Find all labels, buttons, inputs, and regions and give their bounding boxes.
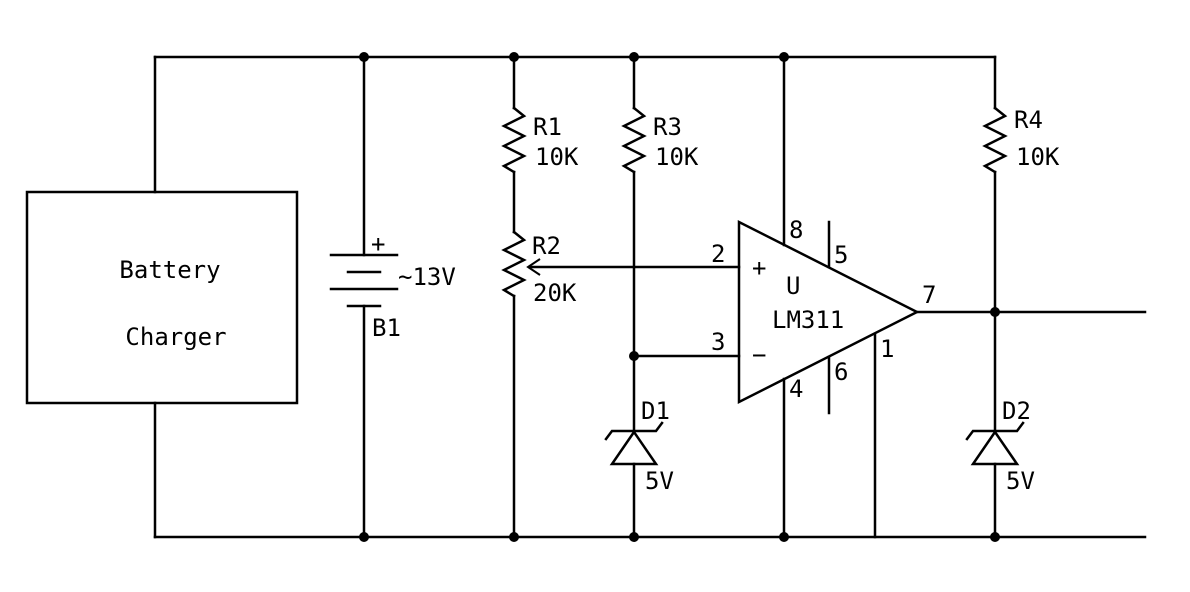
pin-3-label: 3 (711, 328, 725, 356)
r1-value: 10K (535, 143, 579, 171)
junction-dot (359, 52, 369, 62)
junction-dot (629, 351, 639, 361)
r4-ref: R4 (1014, 106, 1043, 134)
r4-value: 10K (1016, 143, 1060, 171)
r3-ref: R3 (653, 113, 682, 141)
junction-dot (629, 532, 639, 542)
battery-plus-sign: + (371, 230, 385, 258)
junction-dot (779, 532, 789, 542)
d1-value: 5V (645, 467, 674, 495)
battery-value: ~13V (398, 263, 456, 291)
junction-dot (990, 532, 1000, 542)
r2-ref: R2 (532, 232, 561, 260)
battery-ref: B1 (372, 314, 401, 342)
zener-d2: D2 5V (965, 397, 1035, 539)
inverting-sign: − (752, 341, 766, 369)
charger-label-line2: Charger (125, 323, 226, 351)
pin-6-label: 6 (834, 358, 848, 386)
charger-label-line1: Battery (119, 256, 220, 284)
ic-ref: U (786, 272, 800, 300)
pin-8-label: 8 (789, 216, 803, 244)
battery-b1: + ~13V B1 (329, 55, 456, 539)
d2-ref: D2 (1002, 397, 1031, 425)
junction-dot (509, 52, 519, 62)
pin-2-label: 2 (711, 240, 725, 268)
zener-d1: D1 5V (604, 397, 674, 539)
junction-dot (990, 307, 1000, 317)
battery-charger-block: Battery Charger (25, 55, 299, 539)
r3-value: 10K (655, 143, 699, 171)
junction-dot (509, 532, 519, 542)
d1-ref: D1 (641, 397, 670, 425)
non-inverting-sign: + (752, 254, 766, 282)
junction-dot (779, 52, 789, 62)
resistor-r3: R3 10K (621, 55, 741, 433)
pin-1-label: 1 (880, 335, 894, 363)
junction-dot (359, 532, 369, 542)
d2-value: 5V (1006, 467, 1035, 495)
potentiometer-r2: R2 20K (501, 230, 741, 539)
pin-5-label: 5 (834, 241, 848, 269)
r2-value: 20K (533, 279, 577, 307)
resistor-r4: R4 10K (982, 55, 1060, 433)
junction-dot (629, 52, 639, 62)
r1-ref: R1 (533, 113, 562, 141)
pin-7-label: 7 (922, 281, 936, 309)
pin-4-label: 4 (789, 375, 803, 403)
resistor-r1: R1 10K (501, 55, 579, 234)
comparator-lm311: 2 3 8 5 7 1 6 4 + − U LM311 (711, 55, 1147, 539)
ic-part-number: LM311 (772, 306, 844, 334)
junction-dots (359, 52, 1000, 542)
